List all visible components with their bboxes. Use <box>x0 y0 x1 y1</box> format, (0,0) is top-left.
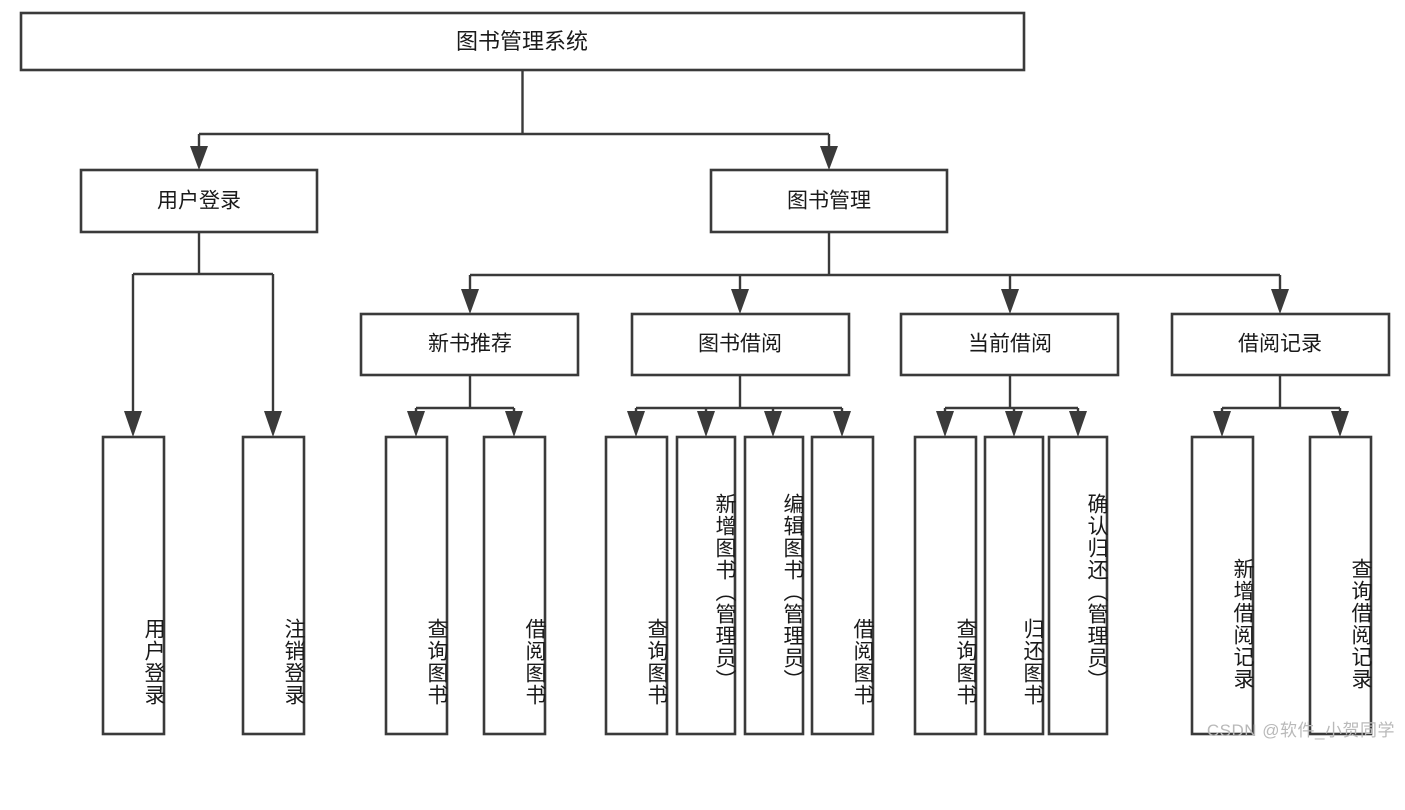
leaf-query-record-box[interactable] <box>1308 435 1373 736</box>
arrow-head-leaf-user-login <box>124 411 142 437</box>
node-root-label: 图书管理系统 <box>456 29 588 54</box>
node-new-book-recommend[interactable]: 新书推荐 <box>359 312 580 377</box>
arrow-head-book-borrow <box>731 289 749 314</box>
arrow-head-leaf-user-logout <box>264 411 282 437</box>
node-book-borrow-box[interactable] <box>630 312 851 377</box>
arrow-head-leaf-add-book <box>697 411 715 437</box>
node-book-management-box[interactable] <box>709 168 949 234</box>
system-function-tree-diagram: 图书管理系统 用户登录 图书管理 新书推荐 图书借阅 当前借阅 借阅记录 <box>19 11 1395 740</box>
node-current-borrow[interactable]: 当前借阅 <box>899 312 1120 377</box>
leaf-add-book-box[interactable] <box>675 435 737 736</box>
leaf-edit-book-box[interactable] <box>743 435 805 736</box>
arrow-head-leaf-query-record <box>1331 411 1349 437</box>
arrow-head-leaf-borrow-book-2 <box>833 411 851 437</box>
leaf-user-login-box[interactable] <box>101 435 166 736</box>
node-new-book-recommend-label: 新书推荐 <box>428 333 512 356</box>
node-current-borrow-label: 当前借阅 <box>968 333 1052 356</box>
node-book-borrow-label: 图书借阅 <box>698 333 782 356</box>
node-root[interactable]: 图书管理系统 <box>19 11 1026 72</box>
arrow-head-leaf-query-book-3 <box>936 411 954 437</box>
arrow-head-leaf-confirm-return <box>1069 411 1087 437</box>
arrow-head-leaf-query-book-2 <box>627 411 645 437</box>
node-book-management[interactable]: 图书管理 <box>709 168 949 234</box>
node-borrow-records-label: 借阅记录 <box>1238 333 1322 356</box>
node-user-login[interactable]: 用户登录 <box>79 168 319 234</box>
leaf-user-logout-box[interactable] <box>241 435 306 736</box>
arrow-head-leaf-borrow-book-1 <box>505 411 523 437</box>
leaf-confirm-return-box[interactable] <box>1047 435 1109 736</box>
node-user-login-label: 用户登录 <box>157 190 241 213</box>
node-book-borrow[interactable]: 图书借阅 <box>630 312 851 377</box>
leaf-add-record-box[interactable] <box>1190 435 1255 736</box>
node-borrow-records-box[interactable] <box>1170 312 1391 377</box>
arrow-head-user-login <box>190 146 208 170</box>
arrow-head-new-book-recommend <box>461 289 479 314</box>
arrow-head-leaf-edit-book <box>764 411 782 437</box>
node-book-management-label: 图书管理 <box>787 190 871 213</box>
leaf-query-book-1-box[interactable] <box>384 435 449 736</box>
watermark-text: CSDN @软件_小贺同学 <box>1206 721 1395 740</box>
leaf-query-book-2-box[interactable] <box>604 435 669 736</box>
arrow-head-leaf-query-book-1 <box>407 411 425 437</box>
arrow-head-book-management <box>820 146 838 170</box>
arrow-head-leaf-add-record <box>1213 411 1231 437</box>
node-user-login-box[interactable] <box>79 168 319 234</box>
node-root-box[interactable] <box>19 11 1026 72</box>
arrow-head-current-borrow <box>1001 289 1019 314</box>
leaf-borrow-book-2-box[interactable] <box>810 435 875 736</box>
leaf-node-layer <box>101 435 1373 736</box>
connector-layer <box>124 70 1349 437</box>
leaf-return-book-box[interactable] <box>983 435 1045 736</box>
arrow-head-leaf-return-book <box>1005 411 1023 437</box>
leaf-query-book-3-box[interactable] <box>913 435 978 736</box>
diagram-canvas: 图书管理系统 用户登录 图书管理 新书推荐 图书借阅 当前借阅 借阅记录 <box>19 11 1391 736</box>
leaf-borrow-book-1-box[interactable] <box>482 435 547 736</box>
arrow-head-borrow-records <box>1271 289 1289 314</box>
node-current-borrow-box[interactable] <box>899 312 1120 377</box>
node-new-book-recommend-box[interactable] <box>359 312 580 377</box>
node-borrow-records[interactable]: 借阅记录 <box>1170 312 1391 377</box>
